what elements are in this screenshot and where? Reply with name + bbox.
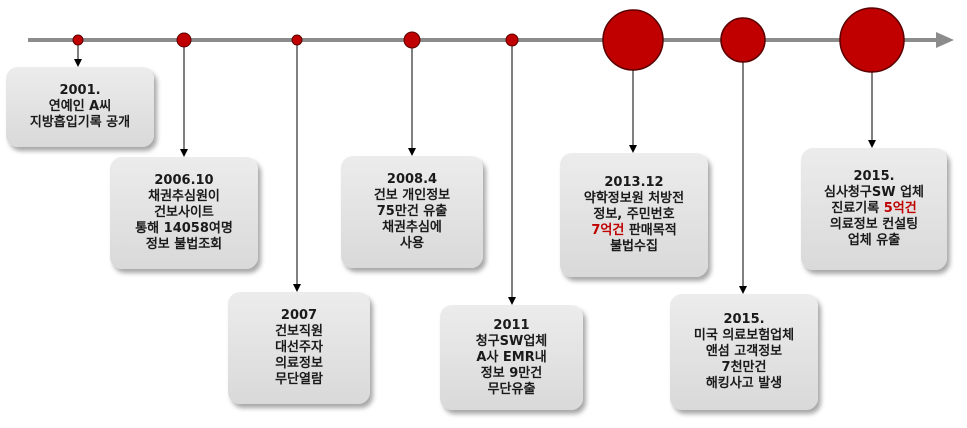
event-line: 미국 의료보험업체 [693, 328, 795, 343]
event-line: 진료기록 5억건 [831, 201, 916, 217]
event-line: 정보 불법조회 [145, 237, 223, 252]
event-box-2001: 2001. 연예인 A씨 지방흡입기록 공개 [6, 67, 154, 147]
event-date: 2013.12 [604, 175, 664, 190]
event-line: 건보직원 [275, 324, 323, 339]
timeline-marker-2007 [291, 34, 303, 46]
event-line: 청구SW업체 [475, 333, 548, 349]
event-date: 2015. [853, 169, 895, 184]
timeline-marker-2015-b [839, 7, 905, 73]
event-box-2008-4: 2008.4 건보 개인정보 75만건 유출 채권추심에 사용 [341, 156, 483, 268]
event-line: 건보 개인정보 [373, 188, 451, 203]
event-line: 건보사이트 [154, 205, 214, 220]
event-date: 2015. [723, 312, 765, 327]
timeline-marker-2015-a [720, 17, 766, 63]
timeline-marker-2008-4 [403, 31, 421, 49]
event-box-2015-b: 2015. 심사청구SW 업체 진료기록 5억건 의료정보 컨설팅 업체 유출 [801, 148, 947, 270]
event-line: 무단열람 [275, 372, 323, 387]
event-line: 정보, 주민번호 [593, 207, 675, 222]
event-line: 7억건 판매목적 [591, 223, 676, 239]
event-box-2007: 2007 건보직원 대선주자 의료정보 무단열람 [228, 292, 370, 404]
event-line-rest: 진료기록 [831, 201, 884, 216]
event-date: 2008.4 [386, 172, 438, 187]
event-box-2011: 2011 청구SW업체 A사 EMR내 정보 9만건 무단유출 [440, 305, 583, 410]
event-line: 약학정보원 처방전 [583, 191, 685, 206]
event-date: 2006.10 [154, 173, 214, 188]
event-line-rest: 판매목적 [624, 223, 677, 238]
timeline-marker-2013-12 [602, 9, 664, 71]
event-line: 불법수집 [610, 239, 658, 254]
event-line: 채권추심원이 [148, 189, 220, 204]
event-line: 무단유출 [487, 381, 536, 397]
event-date: 2007 [280, 308, 318, 323]
event-box-2013-12: 2013.12 약학정보원 처방전 정보, 주민번호 7억건 판매목적 불법수집 [560, 153, 708, 277]
event-line: A사 EMR내 [476, 349, 547, 365]
event-line: 정보 9만건 [480, 365, 543, 381]
event-line: 채권추심에 [382, 220, 442, 235]
highlight-text: 5억건 [883, 201, 917, 216]
event-line: 대선주자 [275, 340, 323, 355]
event-line: 심사청구SW 업체 [824, 185, 924, 200]
event-line: 7천만건 [721, 360, 767, 375]
timeline-marker-2006-10 [176, 32, 192, 48]
event-line: 의료정보 [275, 356, 323, 371]
highlight-text: 7억건 [591, 223, 625, 238]
event-line: 사용 [400, 236, 424, 251]
timeline-arrowhead [936, 32, 954, 48]
event-line: 통해 14058여명 [135, 221, 233, 236]
timeline-marker-2001 [72, 34, 84, 46]
event-line: 해킹사고 발생 [705, 376, 783, 391]
event-date: 2011 [493, 317, 530, 333]
timeline-marker-2011 [505, 33, 519, 47]
event-line: 의료정보 컨설팅 [829, 217, 919, 232]
event-line: 지방흡입기록 공개 [29, 115, 131, 130]
event-line: 앤섬 고객정보 [705, 344, 783, 359]
event-box-2015-a: 2015. 미국 의료보험업체 앤섬 고객정보 7천만건 해킹사고 발생 [670, 294, 818, 410]
event-line: 연예인 A씨 [48, 99, 112, 114]
event-line: 75만건 유출 [376, 204, 448, 219]
event-date: 2001. [59, 83, 101, 98]
event-box-2006-10: 2006.10 채권추심원이 건보사이트 통해 14058여명 정보 불법조회 [110, 157, 258, 269]
event-line: 업체 유출 [847, 233, 901, 248]
